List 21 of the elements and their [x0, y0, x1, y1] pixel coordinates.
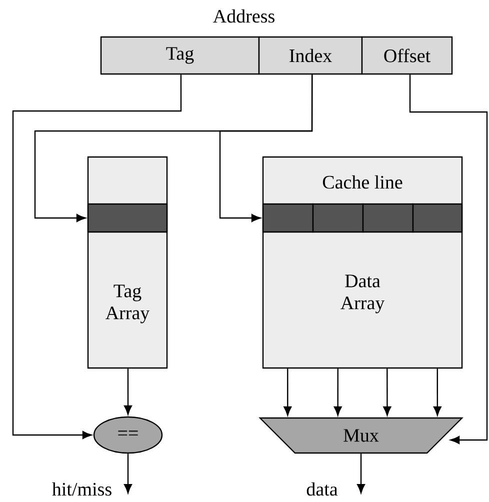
line-cell [412, 203, 463, 233]
title-label: Address [213, 9, 274, 23]
arrow [383, 368, 392, 416]
edge-label: data [305, 481, 339, 497]
line-cell [362, 203, 414, 233]
line-cell [87, 203, 168, 233]
line-cell [312, 203, 364, 233]
address-field: Tag [100, 36, 260, 75]
address-field: Index [258, 36, 363, 75]
arrow [409, 74, 488, 444]
arrow [124, 454, 132, 494]
arrow [357, 454, 366, 494]
arrow [433, 368, 442, 416]
arrow [124, 368, 132, 415]
address-field: Offset [361, 36, 453, 75]
arrow [219, 74, 313, 222]
arrow [334, 368, 342, 416]
edge-label: hit/miss [50, 481, 114, 497]
arrow [284, 368, 292, 416]
line-cell [262, 203, 314, 233]
arrow [12, 74, 182, 439]
